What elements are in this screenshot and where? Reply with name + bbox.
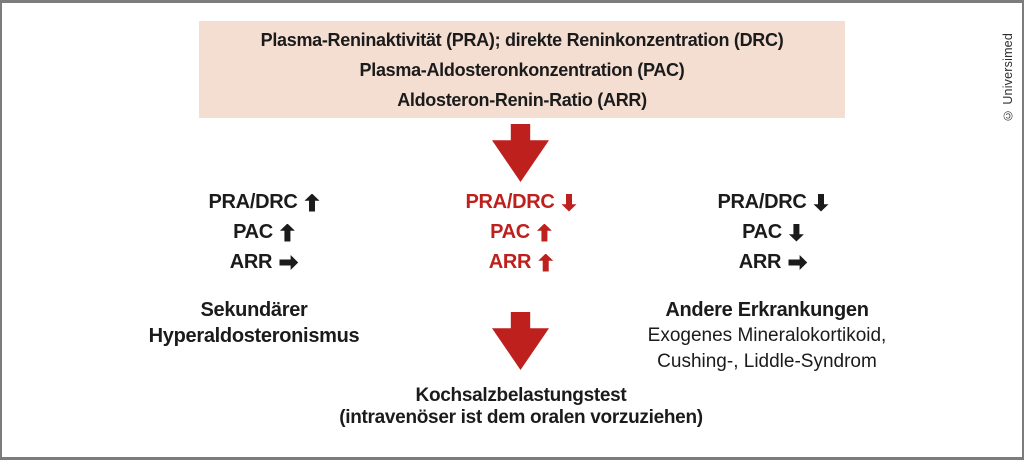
right-arrow-icon — [279, 255, 299, 270]
finding-row: ARR — [738, 251, 808, 274]
diagnosis-line: Exogenes Mineralokortikoid, — [647, 325, 887, 346]
next-step-line: Kochsalzbelastungstest — [415, 385, 627, 406]
lab-value-label: PRA/DRC — [208, 191, 298, 213]
header-line-2: Plasma-Aldosteronkonzentration (PAC) — [359, 59, 685, 80]
finding-row: PRA/DRC — [465, 191, 577, 214]
down-arrow-icon — [561, 193, 577, 212]
diagnosis-right: Andere Erkrankungen Exogenes Mineralokor… — [648, 297, 887, 375]
findings-column-middle: PRA/DRC PAC ARR — [465, 191, 577, 274]
lab-value-label: PAC — [742, 221, 782, 243]
diagnosis-left: Sekundärer Hyperaldosteronismus — [149, 297, 360, 349]
finding-row: PAC — [742, 221, 804, 244]
diagnosis-line: Hyperaldosteronismus — [148, 325, 360, 347]
diagnosis-line: Cushing-, Liddle-Syndrom — [657, 351, 877, 372]
diagnosis-title: Andere Erkrankungen — [665, 299, 869, 321]
up-arrow-icon — [538, 253, 554, 272]
finding-row: PRA/DRC — [208, 191, 320, 214]
up-arrow-icon — [536, 223, 552, 242]
findings-column-right: PRA/DRC PAC ARR — [717, 191, 829, 274]
down-arrow-icon — [492, 312, 549, 370]
next-step-test: Kochsalzbelastungstest (intravenöser ist… — [339, 385, 703, 429]
right-arrow-icon — [788, 255, 808, 270]
header-box: Plasma-Reninaktivität (PRA); direkte Ren… — [199, 21, 845, 118]
lab-value-label: ARR — [488, 251, 532, 273]
findings-column-left: PRA/DRC PAC ARR — [208, 191, 320, 274]
diagnosis-line: Sekundärer — [200, 299, 308, 321]
down-arrow-icon — [813, 193, 829, 212]
header-line-3: Aldosteron-Renin-Ratio (ARR) — [397, 89, 647, 110]
lab-value-label: PAC — [490, 221, 530, 243]
lab-value-label: PRA/DRC — [465, 191, 555, 213]
next-step-line: (intravenöser ist dem oralen vorzuziehen… — [339, 407, 703, 428]
finding-row: PAC — [490, 221, 552, 244]
finding-row: ARR — [488, 251, 554, 274]
finding-row: PAC — [233, 221, 295, 244]
lab-value-label: PAC — [233, 221, 273, 243]
lab-value-label: ARR — [738, 251, 782, 273]
up-arrow-icon — [279, 223, 295, 242]
down-arrow-icon — [492, 124, 549, 182]
copyright-credit: © Universimed — [1001, 33, 1015, 123]
lab-value-label: PRA/DRC — [717, 191, 807, 213]
finding-row: ARR — [229, 251, 299, 274]
header-line-1: Plasma-Reninaktivität (PRA); direkte Ren… — [260, 29, 784, 50]
finding-row: PRA/DRC — [717, 191, 829, 214]
up-arrow-icon — [304, 193, 320, 212]
down-arrow-icon — [788, 223, 804, 242]
lab-value-label: ARR — [229, 251, 273, 273]
